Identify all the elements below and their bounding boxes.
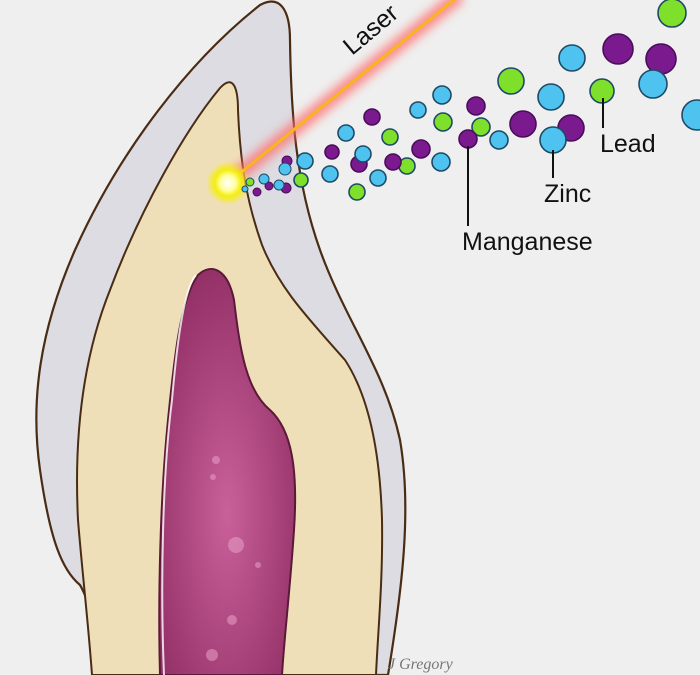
zinc-particle — [537, 83, 565, 111]
manganese-particle — [466, 96, 486, 116]
lead-particle — [293, 172, 309, 188]
lead-particle — [497, 67, 525, 95]
zinc-particle — [278, 162, 292, 176]
zinc-particle — [321, 165, 339, 183]
manganese-particle — [252, 187, 262, 197]
lead-particle — [433, 112, 453, 132]
zinc-particle — [241, 185, 249, 193]
zinc-particle — [354, 145, 372, 163]
lead-particle — [657, 0, 687, 28]
zinc-particle — [489, 130, 509, 150]
manganese-particle — [602, 33, 634, 65]
zinc-particle — [432, 85, 452, 105]
manganese-particle — [264, 181, 274, 191]
pulp-texture — [206, 456, 261, 661]
laser-beam — [227, 0, 457, 185]
lead-label: Lead — [600, 130, 656, 158]
zinc-particle — [273, 179, 285, 191]
zinc-label: Zinc — [544, 180, 591, 208]
zinc-particle — [258, 173, 270, 185]
lead-particle — [245, 177, 255, 187]
lead-particle — [381, 128, 399, 146]
manganese-label: Manganese — [462, 228, 593, 256]
manganese-particle — [411, 139, 431, 159]
zinc-particle — [369, 169, 387, 187]
lead-particle — [348, 183, 366, 201]
artist-signature: J Gregory — [388, 656, 454, 673]
zinc-particle — [409, 101, 427, 119]
lead-particle — [471, 117, 491, 137]
manganese-particle — [458, 129, 478, 149]
zinc-particle — [337, 124, 355, 142]
ablated-particles — [241, 0, 700, 201]
manganese-particle — [384, 153, 402, 171]
manganese-particle — [363, 108, 381, 126]
manganese-particle — [509, 110, 537, 138]
laser-impact-glow — [206, 161, 250, 205]
zinc-particle — [681, 99, 700, 131]
zinc-particle — [431, 152, 451, 172]
pulp — [158, 268, 297, 675]
zinc-particle — [558, 44, 586, 72]
zinc-particle — [638, 69, 668, 99]
manganese-particle — [324, 144, 340, 160]
zinc-particle — [539, 126, 567, 154]
zinc-particle — [296, 152, 314, 170]
